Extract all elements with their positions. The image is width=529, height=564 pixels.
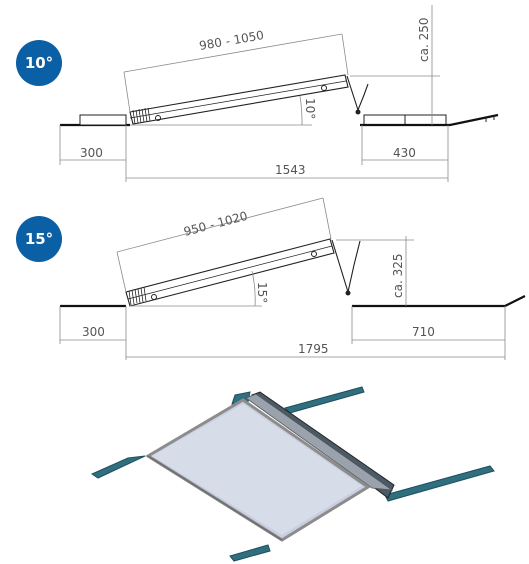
label-right-offset-15: 710 — [412, 325, 435, 339]
angle-badge-15: 15° — [16, 216, 62, 262]
mounting-feet — [90, 386, 495, 562]
dimensions-bottom-10: 300 430 1543 — [59, 125, 449, 182]
dimension-height-15: ca. 325 — [336, 236, 414, 306]
angle-15: 15° — [130, 270, 269, 307]
angle-10: 10° — [130, 95, 317, 126]
rear-support-15 — [331, 239, 361, 295]
dimensions-bottom-15: 300 710 1795 — [59, 306, 506, 360]
angle-badge-10: 10° — [16, 40, 62, 86]
label-total-length-15: 1795 — [298, 342, 329, 356]
ground-line-right-15 — [352, 295, 526, 308]
ground-line-right — [360, 113, 499, 127]
dimension-height-10: ca. 250 — [350, 5, 440, 125]
rear-support-10 — [346, 75, 369, 112]
ballast-block-left — [79, 114, 127, 126]
label-right-offset-10: 430 — [393, 146, 416, 160]
mounting-system-3d-render — [90, 386, 495, 562]
label-angle-15: 15° — [255, 282, 269, 303]
label-height-10: ca. 250 — [417, 18, 431, 62]
tilted-panel-10 — [129, 74, 369, 125]
label-height-15: ca. 325 — [391, 254, 405, 298]
diagram-10-degree: 980 - 1050 ca. 250 10° 300 430 1543 — [59, 5, 499, 182]
label-slope-length-15: 950 - 1020 — [182, 209, 249, 239]
diagram-15-degree: 950 - 1020 ca. 325 15° 300 710 1795 — [59, 197, 526, 360]
label-left-offset-10: 300 — [80, 146, 103, 160]
label-angle-10: 10° — [303, 98, 317, 119]
tilted-panel-15 — [125, 238, 361, 307]
label-total-length-10: 1543 — [275, 163, 306, 177]
label-left-offset-15: 300 — [82, 325, 105, 339]
